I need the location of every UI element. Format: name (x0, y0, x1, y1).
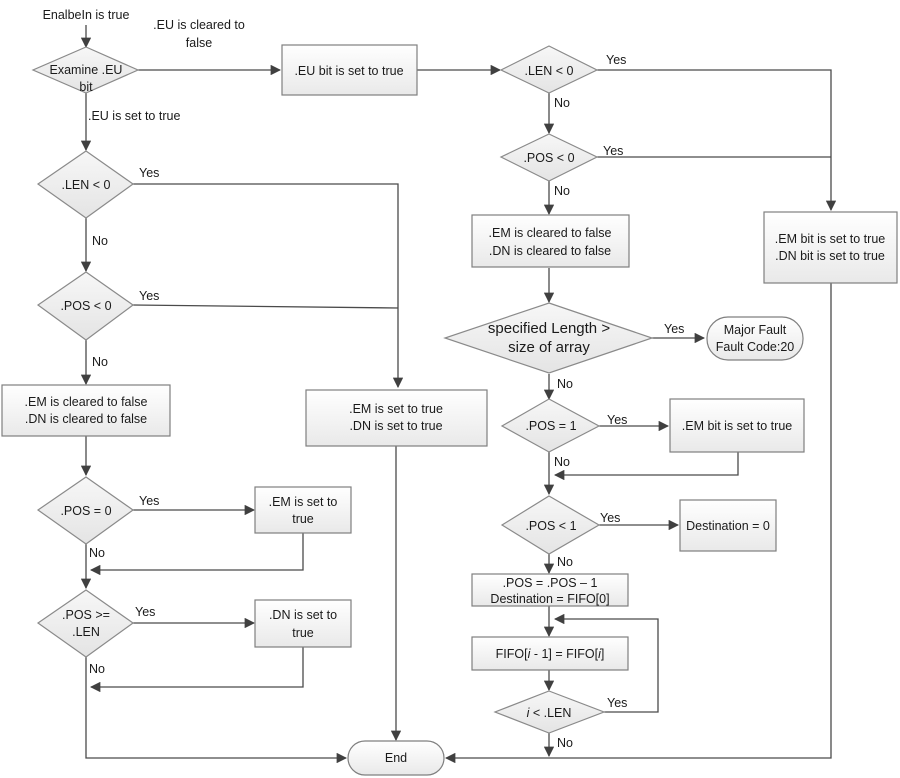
decision-text: .POS = 0 (60, 504, 111, 518)
eu-set-label: .EU is set to true (88, 109, 180, 123)
decision-right-pos-lt-0: .POS < 0 (499, 133, 599, 182)
process-text-2: Destination = FIFO[0] (490, 592, 609, 606)
terminator-text: Major Fault (724, 323, 787, 337)
yes-label: Yes (607, 696, 627, 710)
decision-text: .POS = 1 (525, 419, 576, 433)
decision-left-len-lt-0: .LEN < 0 (36, 150, 135, 219)
yes-label: Yes (600, 511, 620, 525)
process-text: .EM is set to (269, 495, 338, 509)
decision-left-pos-eq-0: .POS = 0 (36, 476, 135, 545)
process-left-em-set: .EM is set to true (254, 486, 352, 534)
terminator-end: End (347, 740, 445, 776)
yes-label: Yes (139, 166, 159, 180)
arrow-embitdn-end (444, 283, 832, 764)
connectors (80, 25, 837, 764)
no-label: No (554, 455, 570, 469)
decision-right-pos-eq-1: .POS = 1 (500, 398, 601, 453)
process-right-destination-0: Destination = 0 (679, 499, 777, 552)
process-text: .EM is set to true (349, 402, 443, 416)
decision-text: specified Length > (488, 320, 610, 337)
decision-right-pos-lt-1: .POS < 1 (500, 495, 601, 555)
no-label: No (92, 234, 108, 248)
process-text: Destination = 0 (686, 519, 770, 533)
no-label: No (89, 546, 105, 560)
eu-cleared-label-1: .EU is cleared to (153, 18, 245, 32)
yes-label: Yes (139, 289, 159, 303)
process-text: FIFO[i - 1] = FIFO[i] (496, 647, 605, 661)
decision-text: .POS < 1 (525, 519, 576, 533)
process-right-clear-em-dn: .EM is cleared to false .DN is cleared t… (471, 214, 630, 268)
arrow-posge-end (85, 657, 348, 764)
process-right-pos-decrement: .POS = .POS – 1 Destination = FIFO[0] (471, 573, 629, 607)
decision-right-len-lt-0: .LEN < 0 (499, 45, 599, 94)
terminator-text: End (385, 751, 407, 765)
decision-text-2: size of array (508, 339, 590, 356)
decision-text-2: bit (79, 80, 93, 94)
terminator-major-fault: Major Fault Fault Code:20 (706, 316, 804, 361)
decision-left-pos-lt-0: .POS < 0 (36, 271, 135, 341)
decision-text: .POS >= (62, 608, 110, 622)
arrow-loop-yes (553, 613, 659, 713)
no-label: No (557, 377, 573, 391)
yes-label: Yes (135, 605, 155, 619)
process-eu-bit-set: .EU bit is set to true (281, 44, 418, 96)
arrow-rlen-yes (597, 69, 837, 212)
decision-text: .LEN < 0 (62, 178, 111, 192)
process-text-2: true (292, 512, 314, 526)
decision-right-i-lt-len: i < .LEN (493, 690, 606, 734)
no-label: No (554, 184, 570, 198)
arrow-llen-yes (133, 183, 404, 389)
process-left-em-dn-true: .EM is set to true .DN is set to true (305, 389, 488, 447)
yes-label: Yes (606, 53, 626, 67)
process-text: .EM bit is set to true (682, 419, 793, 433)
process-text-2: .DN bit is set to true (775, 249, 885, 263)
no-label: No (89, 662, 105, 676)
no-label: No (557, 736, 573, 750)
decision-text: Examine .EU (50, 63, 123, 77)
yes-label: Yes (603, 144, 623, 158)
decision-examine-eu: Examine .EU bit (31, 46, 140, 94)
no-label: No (92, 355, 108, 369)
process-text-2: .DN is cleared to false (489, 244, 611, 258)
process-right-em-dn-bit-true: .EM bit is set to true .DN bit is set to… (763, 211, 898, 284)
arrow-dnset-return (89, 647, 304, 693)
yes-label: Yes (139, 494, 159, 508)
process-text: .EM bit is set to true (775, 232, 886, 246)
process-left-dn-set: .DN is set to true (254, 599, 352, 648)
process-text: .EM is cleared to false (25, 395, 148, 409)
decision-left-pos-ge-len: .POS >= .LEN (36, 589, 135, 658)
process-text-2: .DN is set to true (349, 419, 442, 433)
start-label: EnalbeIn is true (43, 8, 130, 22)
decision-text: i < .LEN (527, 706, 572, 720)
process-text: .DN is set to (269, 608, 337, 622)
decision-text: .POS < 0 (60, 299, 111, 313)
eu-cleared-label-2: false (186, 36, 212, 50)
decision-text-2: .LEN (72, 625, 100, 639)
no-label: No (554, 96, 570, 110)
process-text: .POS = .POS – 1 (503, 576, 598, 590)
process-text-2: true (292, 626, 314, 640)
arrow-emset-return (89, 533, 304, 576)
process-text: .EU bit is set to true (294, 64, 403, 78)
process-text: .EM is cleared to false (489, 226, 612, 240)
no-label: No (557, 555, 573, 569)
process-right-em-bit-set: .EM bit is set to true (669, 398, 805, 453)
yes-label: Yes (607, 413, 627, 427)
yes-label: Yes (664, 322, 684, 336)
terminator-text-2: Fault Code:20 (716, 340, 795, 354)
decision-right-length-gt-array: specified Length > size of array (443, 302, 654, 374)
arrow-embit-return (553, 452, 739, 481)
decision-text: .LEN < 0 (525, 64, 574, 78)
process-text-2: .DN is cleared to false (25, 412, 147, 426)
decision-text: .POS < 0 (523, 151, 574, 165)
arrow-lpos-yes (132, 304, 399, 309)
process-right-fifo-shift: FIFO[i - 1] = FIFO[i] (471, 636, 629, 671)
process-left-clear-em-dn: .EM is cleared to false .DN is cleared t… (1, 384, 171, 437)
